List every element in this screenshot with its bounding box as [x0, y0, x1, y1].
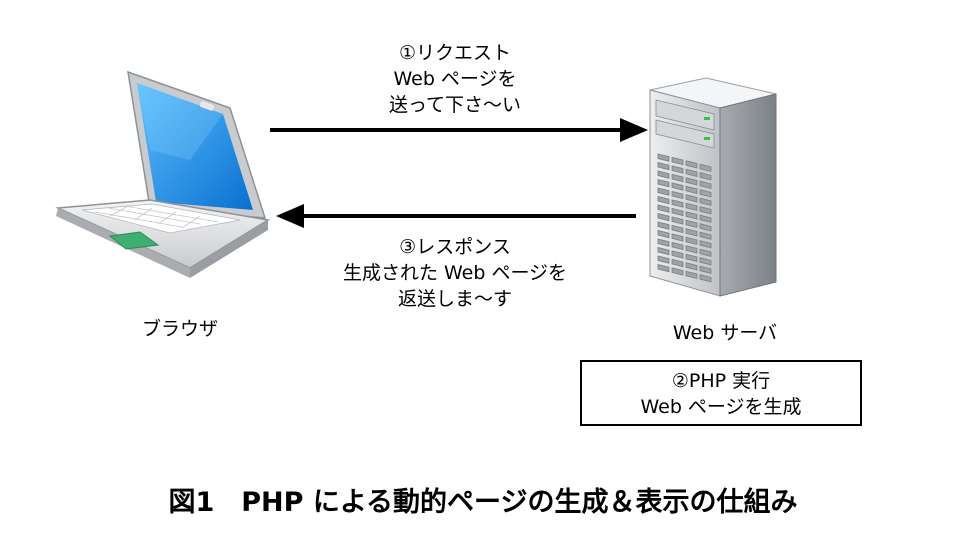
- laptop-icon: [55, 70, 271, 278]
- server-vent: [657, 204, 670, 213]
- server-vent: [699, 180, 712, 189]
- server-vent: [657, 238, 670, 247]
- server-vent: [699, 214, 712, 223]
- php-box-line-1: ②PHP 実行: [671, 370, 771, 392]
- server-vent: [671, 190, 684, 200]
- server-vent: [657, 246, 670, 256]
- server-vent: [685, 253, 698, 263]
- browser-label: ブラウザ: [141, 318, 218, 340]
- server-vent: [685, 262, 698, 271]
- server-vent: [699, 231, 712, 240]
- server-vent: [685, 219, 698, 229]
- response-line-1: ③レスポンス: [399, 236, 511, 258]
- server-vent: [671, 250, 684, 259]
- response-arrow: [276, 204, 636, 228]
- server-vent: [685, 236, 698, 246]
- server-vent: [657, 255, 670, 264]
- server-vent: [685, 194, 698, 203]
- php-execution-box: ②PHP 実行 Web ページを生成: [580, 360, 862, 426]
- server-vent: [657, 221, 670, 230]
- request-line-2: Web ページを: [393, 68, 517, 90]
- server-vent: [657, 263, 670, 273]
- server-vent: [685, 228, 698, 237]
- server-vent: [685, 245, 698, 254]
- response-line-2: 生成された Web ページを: [342, 262, 568, 284]
- server-vent: [657, 195, 670, 205]
- server-vent: [699, 172, 712, 181]
- server-vent: [699, 248, 712, 257]
- server-vent: [671, 173, 684, 183]
- response-line-3: 返送しま～す: [397, 288, 512, 310]
- server-vent: [671, 258, 684, 268]
- server-vent: [685, 168, 698, 178]
- server-tower-icon: [649, 77, 777, 297]
- request-arrow: [270, 118, 648, 142]
- server-vent: [671, 182, 684, 191]
- server-vent: [657, 187, 670, 196]
- status-led: [704, 117, 710, 120]
- figure-caption: 図1 PHP による動的ページの生成＆表示の仕組み: [168, 487, 798, 518]
- server-vent: [657, 229, 670, 239]
- server-vent: [685, 185, 698, 195]
- php-box-line-2: Web ページを生成: [640, 396, 802, 418]
- server-vent: [699, 240, 712, 249]
- server-vent: [657, 178, 670, 188]
- server-vent: [671, 267, 684, 276]
- server-vent: [685, 202, 698, 212]
- server-vent: [685, 270, 698, 280]
- server-vent: [671, 156, 684, 166]
- server-vent: [657, 153, 670, 162]
- server-vent: [685, 177, 698, 186]
- touchpad: [108, 231, 160, 250]
- server-vent: [671, 199, 684, 208]
- server-vent: [699, 163, 712, 172]
- server-vent: [699, 265, 712, 274]
- server-vent: [671, 233, 684, 242]
- server-vent: [657, 170, 670, 179]
- server-vent: [657, 212, 670, 222]
- response-label: ③レスポンス 生成された Web ページを 返送しま～す: [320, 234, 590, 312]
- request-line-1: ①リクエスト: [398, 42, 512, 64]
- server-vent: [671, 241, 684, 251]
- server-vent: [699, 223, 712, 232]
- server-vent: [671, 216, 684, 225]
- server-vent: [699, 206, 712, 215]
- server-vent: [699, 274, 712, 283]
- server-vent: [685, 211, 698, 220]
- server-vent: [671, 165, 684, 174]
- server-vent: [699, 257, 712, 266]
- server-vent: [657, 161, 670, 171]
- server-vent: [671, 207, 684, 217]
- server-vent: [699, 197, 712, 206]
- request-label: ①リクエスト Web ページを 送って下さ～い: [330, 40, 580, 118]
- server-label: Web サーバ: [672, 322, 778, 344]
- server-vent: [699, 189, 712, 198]
- request-line-3: 送って下さ～い: [388, 94, 522, 116]
- server-vent: [671, 224, 684, 234]
- server-vent: [685, 160, 698, 169]
